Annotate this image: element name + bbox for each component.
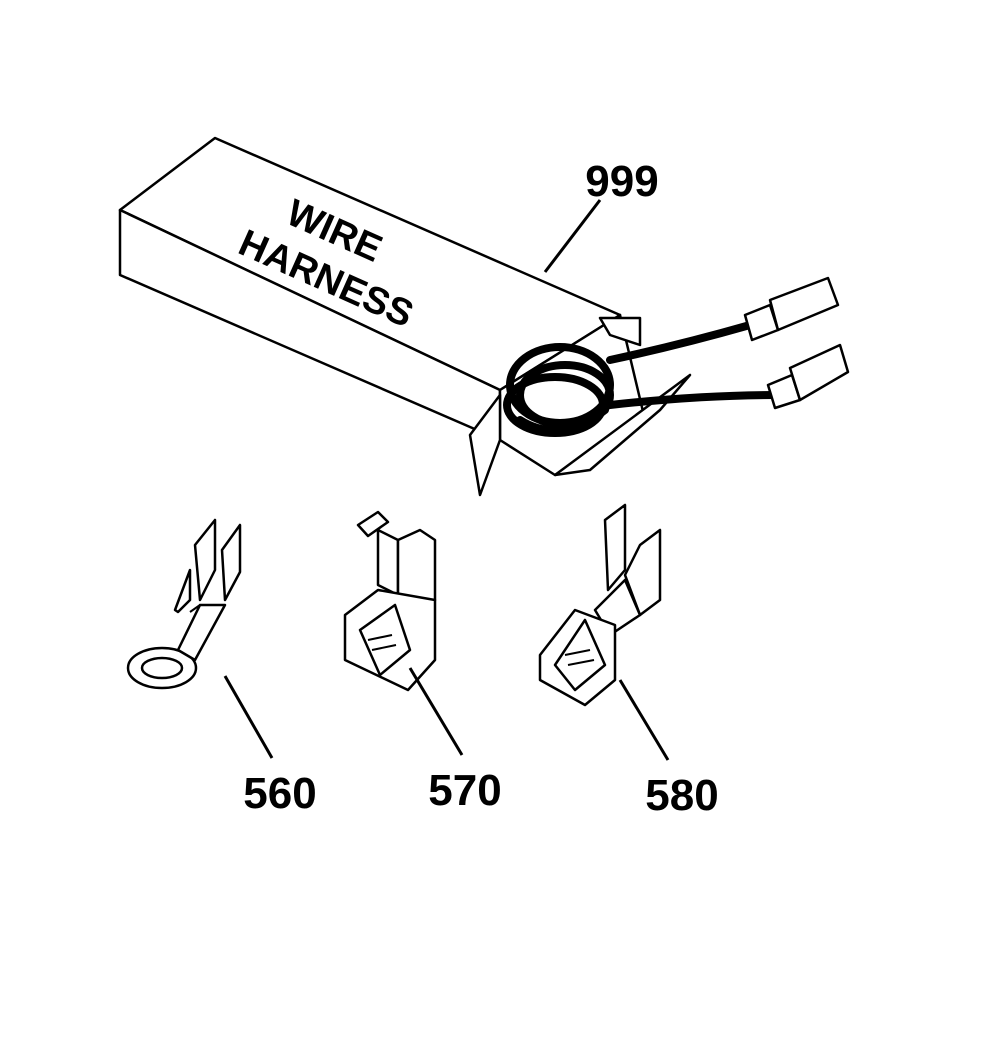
wire-harness-box: WIRE HARNESS (118, 136, 850, 497)
flag-terminal (343, 510, 437, 692)
label-580: 580 (645, 771, 718, 820)
wire-lower (606, 391, 779, 409)
connector-lower (766, 343, 850, 410)
coiled-wires (503, 343, 614, 437)
box-flap-left (468, 393, 502, 497)
quick-connect-terminal (538, 503, 662, 707)
leader-999 (543, 199, 602, 273)
leader-580 (618, 679, 670, 761)
box-flap-top (598, 316, 642, 347)
ring-terminal (126, 518, 242, 690)
leader-570 (408, 667, 464, 756)
leader-560 (223, 675, 274, 759)
label-560: 560 (243, 769, 316, 818)
wire-upper (606, 321, 754, 364)
label-999: 999 (585, 157, 658, 206)
label-570: 570 (428, 766, 501, 815)
connector-upper (743, 276, 840, 342)
